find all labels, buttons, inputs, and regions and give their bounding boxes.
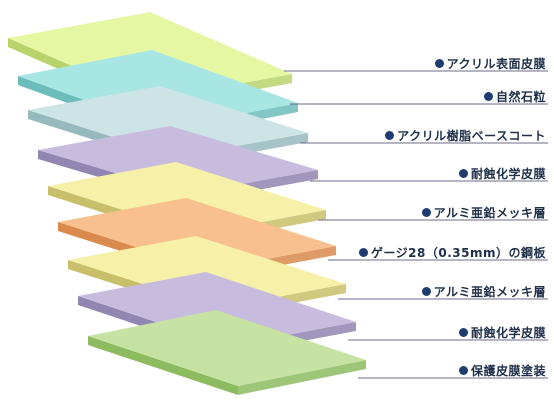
- layer-slab-top: [28, 86, 308, 157]
- layer-slab-top: [78, 272, 356, 346]
- layer-label-text: アルミ亜鉛メッキ層: [433, 285, 546, 299]
- layer-label: 自然石粒: [483, 88, 546, 105]
- layer-label: アクリル表面皮膜: [434, 55, 546, 72]
- layer-label-text: アルミ亜鉛メッキ層: [433, 206, 546, 220]
- layer-label-text: ゲージ28（0.35mm）の鋼板: [370, 246, 546, 260]
- layer-label: ゲージ28（0.35mm）の鋼板: [358, 244, 546, 261]
- bullet-icon: [458, 328, 468, 337]
- bullet-icon: [421, 208, 431, 217]
- bullet-icon: [458, 169, 468, 178]
- bullet-icon: [385, 131, 395, 140]
- layer-label: アルミ亜鉛メッキ層: [421, 204, 546, 221]
- layer-label-text: アクリル樹脂ベースコート: [397, 129, 546, 143]
- layer-label: アルミ亜鉛メッキ層: [421, 283, 546, 300]
- layer-label: 保護皮膜塗装: [458, 362, 546, 379]
- bullet-icon: [483, 92, 493, 101]
- layer-label: 耐蝕化学皮膜: [458, 165, 546, 182]
- layer-label-text: 保護皮膜塗装: [470, 364, 546, 378]
- layer-label-text: アクリル表面皮膜: [446, 57, 546, 71]
- layer-slab-top: [48, 162, 326, 234]
- layer-slab: [88, 310, 366, 395]
- layer-label-text: 耐蝕化学皮膜: [470, 167, 546, 181]
- layer-slab-top: [68, 236, 346, 308]
- layer-slab-top: [88, 310, 366, 386]
- layer-label-text: 耐蝕化学皮膜: [470, 326, 546, 340]
- bullet-icon: [358, 248, 368, 257]
- layer-label: アクリル樹脂ベースコート: [385, 127, 546, 144]
- layer-slab-top: [38, 126, 318, 194]
- layer-slab-side-edge: [238, 360, 366, 395]
- bullet-icon: [421, 287, 431, 296]
- layer-slab-front-edge: [88, 336, 238, 395]
- layer-label: 耐蝕化学皮膜: [458, 324, 546, 341]
- layer-slab-top: [58, 198, 336, 270]
- bullet-icon: [434, 59, 444, 68]
- layer-label-text: 自然石粒: [495, 90, 546, 104]
- bullet-icon: [458, 366, 468, 375]
